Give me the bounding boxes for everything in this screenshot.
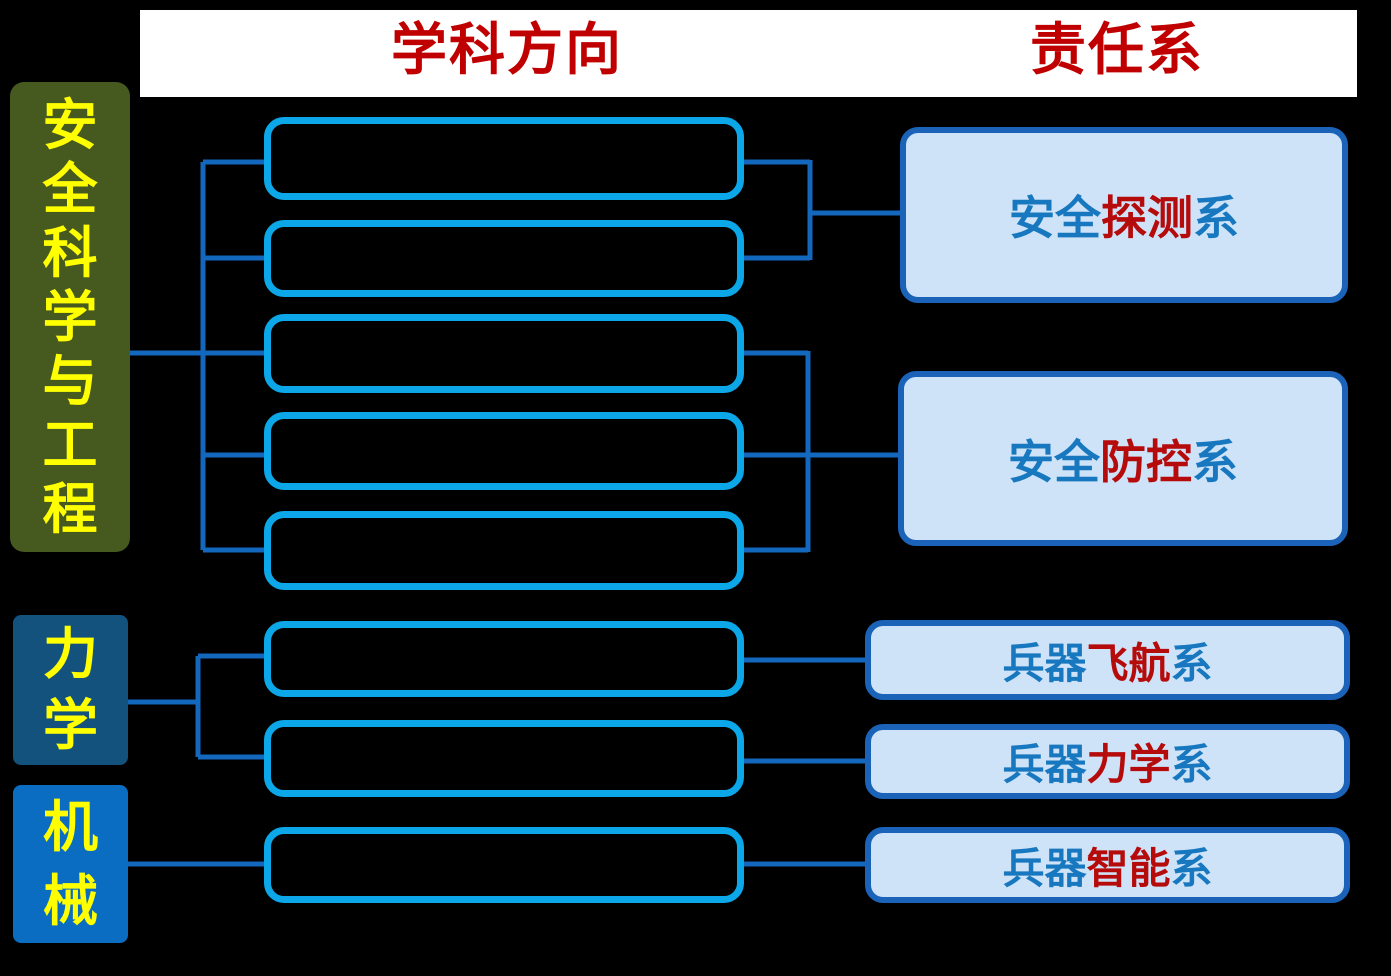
column-title-responsible-department: 责任系 (1030, 18, 1204, 81)
direction-box-4 (264, 412, 744, 490)
department-label-highlight: 飞航 (1086, 639, 1171, 687)
department-label-highlight: 智能 (1086, 844, 1171, 892)
department-box-safety-prevention-control: 安全防控系 (898, 371, 1348, 546)
discipline-label: 安全科学与工程 (42, 94, 98, 540)
department-label-suffix: 系 (1170, 741, 1213, 788)
department-label-prefix: 兵器 (1002, 844, 1087, 892)
direction-box-2 (264, 220, 744, 297)
department-box-weapon-intelligence: 兵器智能系 (865, 827, 1350, 903)
department-box-weapon-mechanics: 兵器力学系 (865, 724, 1350, 799)
department-label-suffix: 系 (1192, 435, 1238, 488)
department-label-highlight: 防控 (1100, 435, 1192, 488)
department-label-prefix: 安全 (1008, 435, 1100, 488)
direction-box-1 (264, 117, 744, 200)
department-box-safety-detection: 安全探测系 (900, 127, 1348, 303)
department-label-prefix: 兵器 (1002, 639, 1087, 687)
discipline-label: 机械 (42, 796, 98, 932)
direction-box-7 (264, 720, 744, 797)
department-label-suffix: 系 (1170, 844, 1213, 892)
discipline-box-mechanics: 力学 (13, 615, 128, 765)
department-box-weapon-flight-navigation: 兵器飞航系 (865, 620, 1350, 700)
discipline-box-safety-science-engineering: 安全科学与工程 (10, 82, 130, 552)
department-label-suffix: 系 (1170, 639, 1213, 687)
direction-box-3 (264, 314, 744, 393)
direction-box-8 (264, 827, 744, 903)
header-bar (140, 10, 1357, 97)
department-label-highlight: 探测 (1101, 192, 1193, 244)
column-title-discipline-direction: 学科方向 (391, 18, 623, 81)
department-label-highlight: 力学 (1086, 741, 1171, 788)
department-label-suffix: 系 (1193, 192, 1239, 244)
direction-box-5 (264, 511, 744, 590)
department-label-prefix: 兵器 (1002, 741, 1087, 788)
department-label-prefix: 安全 (1009, 192, 1101, 244)
direction-box-6 (264, 621, 744, 697)
discipline-box-machinery: 机械 (13, 785, 128, 943)
discipline-label: 力学 (42, 623, 98, 756)
